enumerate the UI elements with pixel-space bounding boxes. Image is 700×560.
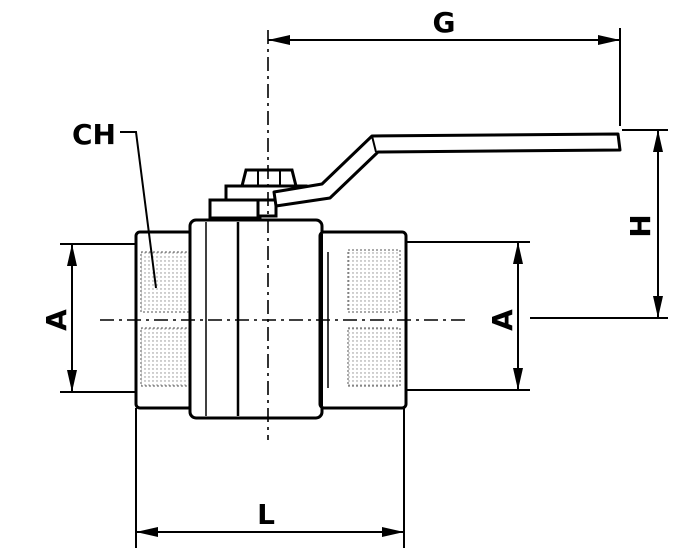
dimension-g: G (268, 6, 621, 126)
left-thread-upper (140, 251, 190, 313)
dimension-a-left: A (40, 243, 136, 393)
right-thread-lower (347, 327, 401, 387)
stem-and-handle (208, 132, 622, 220)
dim-label-h: H (624, 214, 657, 237)
left-thread-lower (140, 327, 190, 387)
center-lines (100, 30, 470, 440)
dimension-l: L (135, 408, 405, 548)
valve-body (134, 218, 408, 420)
dim-label-g: G (433, 6, 456, 39)
callout-label-ch: CH (72, 118, 116, 151)
central-body (188, 218, 324, 420)
dimension-h: H (530, 129, 668, 319)
dim-label-a-right: A (486, 309, 519, 331)
dim-label-a-left: A (40, 309, 73, 331)
dimension-a-right: A (406, 241, 530, 391)
stem-nut (240, 168, 298, 188)
callout-ch: CH (72, 118, 157, 289)
dim-label-l: L (257, 498, 275, 531)
right-thread-upper (347, 249, 401, 313)
handle-lever (272, 132, 622, 208)
